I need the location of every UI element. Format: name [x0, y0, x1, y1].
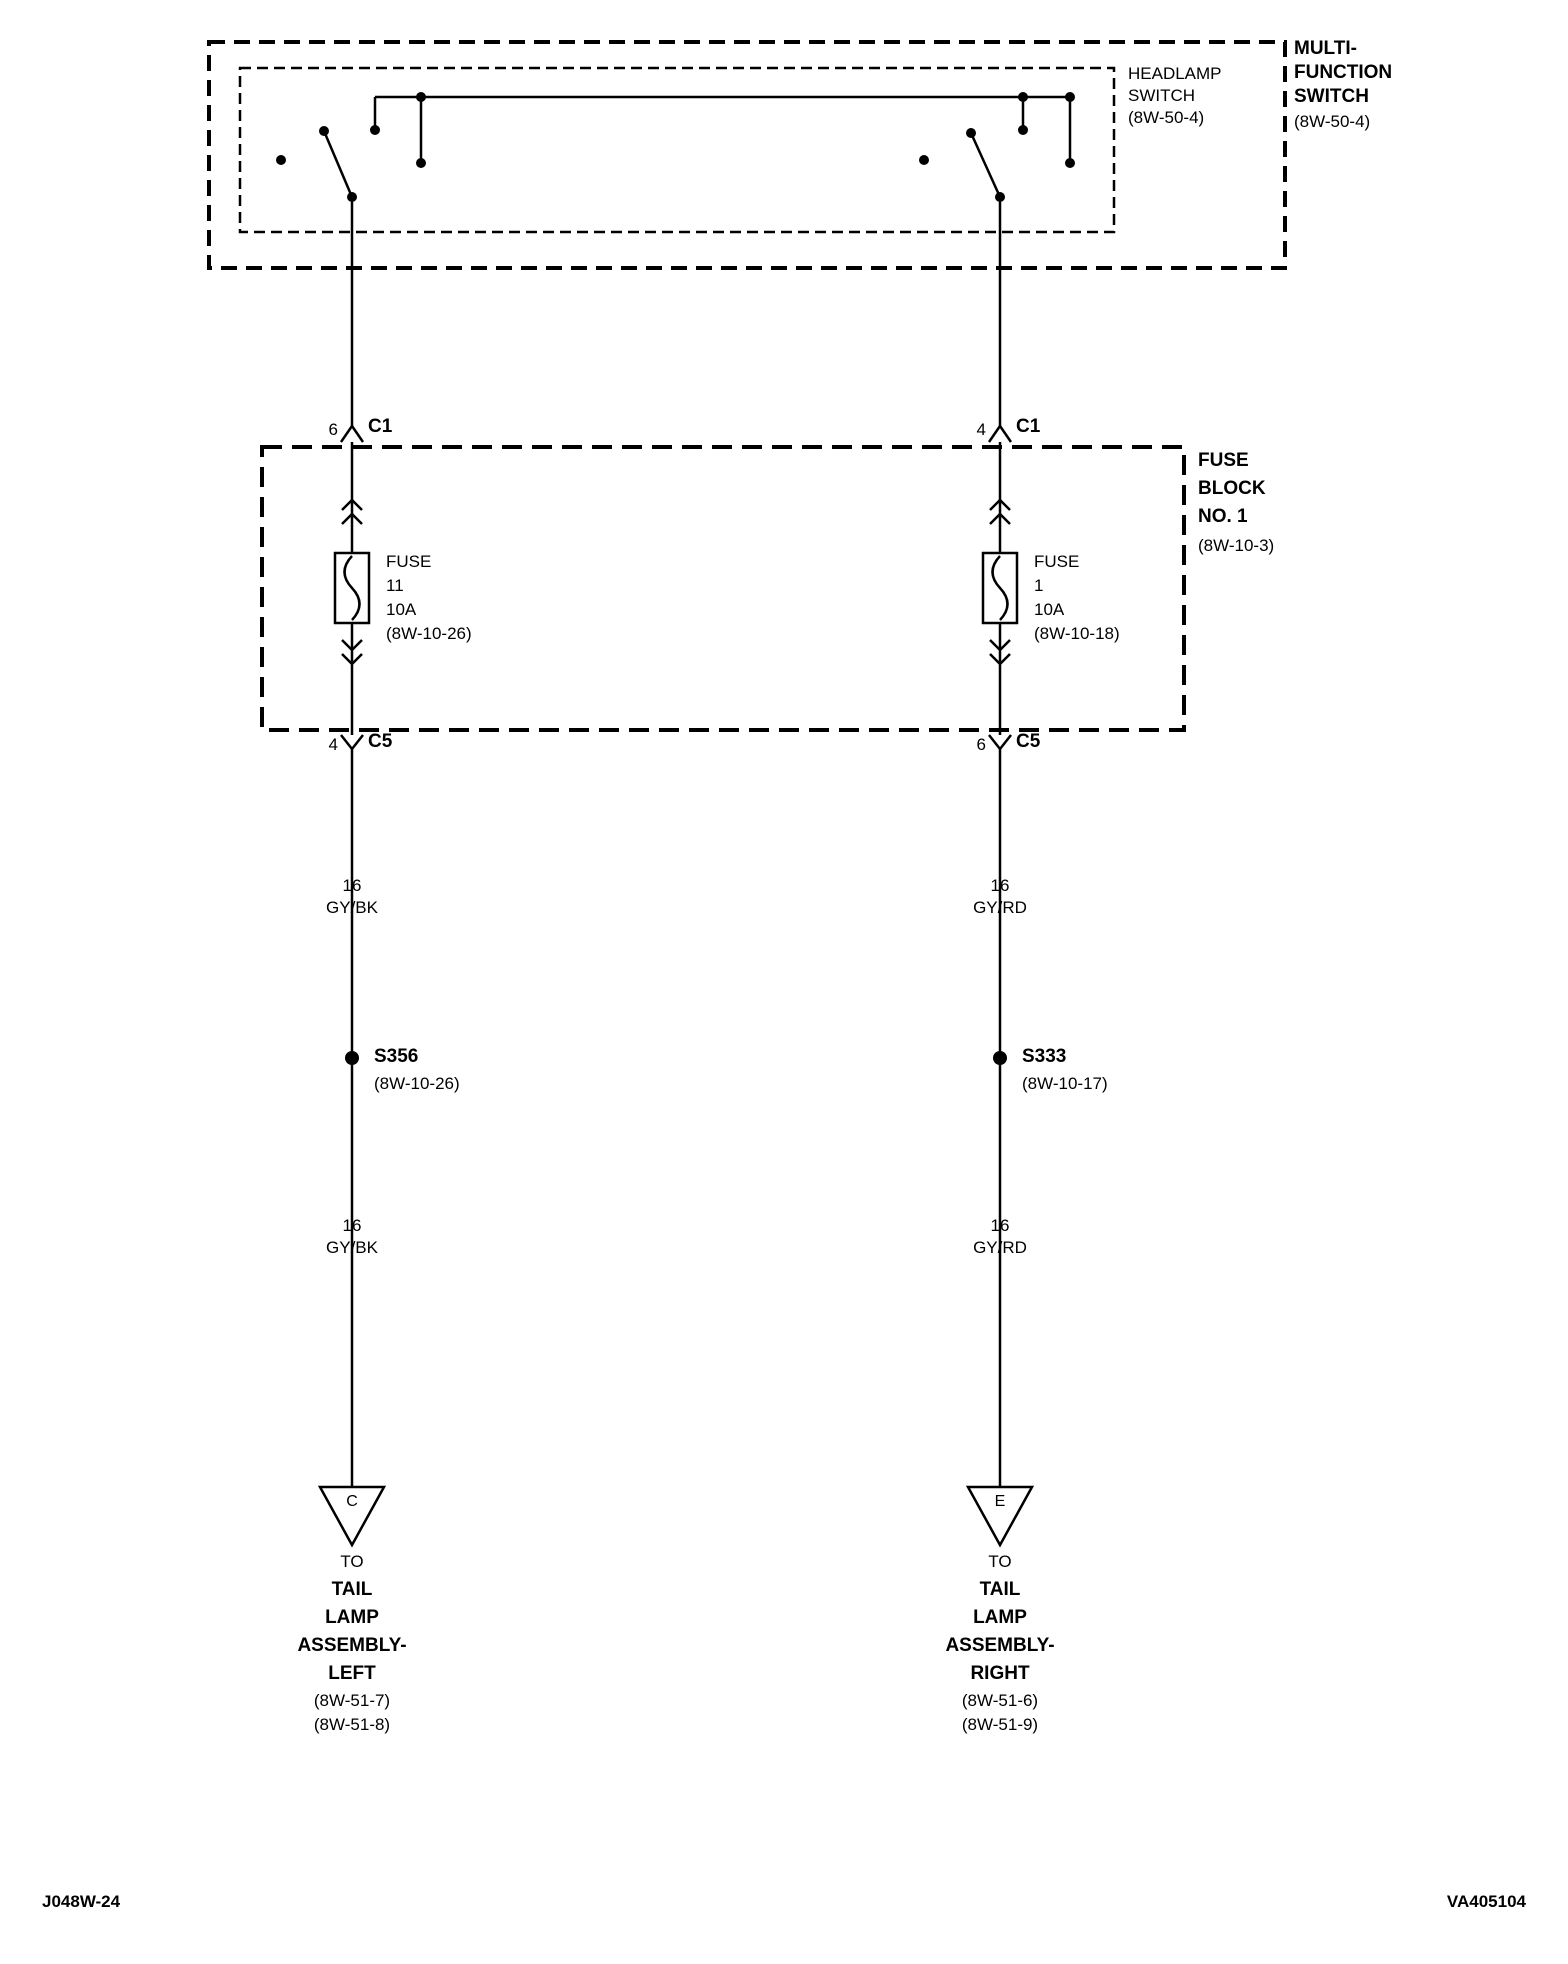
- left-wire-lower-color: GY/BK: [326, 1238, 378, 1257]
- left-circuit-wire: [339, 197, 365, 1487]
- right-wire-upper-gauge: 16: [990, 876, 1010, 895]
- right-fuse-label-line3: 10A: [1034, 600, 1065, 619]
- fuse-block-box: [260, 445, 1186, 732]
- multi-function-switch-box: [207, 40, 1287, 270]
- footer-reference-code: VA405104: [1446, 1892, 1526, 1911]
- left-dest-to: TO: [340, 1552, 364, 1571]
- fuse-block-label-line3: NO. 1: [1198, 506, 1248, 527]
- right-splice-ref: (8W-10-17): [1022, 1074, 1108, 1093]
- left-wire-upper-gauge: 16: [342, 876, 362, 895]
- right-fuse-label-ref: (8W-10-18): [1034, 624, 1120, 643]
- multi-function-switch-label-line1: MULTI-: [1294, 38, 1357, 59]
- right-splice-dot: [993, 1051, 1007, 1065]
- left-wire-lower-gauge: 16: [342, 1216, 362, 1235]
- left-splice-label: S356: [374, 1046, 419, 1067]
- right-c1-label: C1: [1016, 416, 1041, 437]
- left-fuse-label-ref: (8W-10-26): [386, 624, 472, 643]
- left-dest-line3: ASSEMBLY-: [297, 1635, 407, 1656]
- left-connector-letter: C: [346, 1493, 358, 1510]
- right-fuse-label-line1: FUSE: [1034, 552, 1080, 571]
- right-wire-upper-color: GY/RD: [973, 898, 1027, 917]
- right-fuse-symbol: [981, 551, 1019, 625]
- left-dest-ref1: (8W-51-7): [313, 1691, 391, 1710]
- headlamp-switch-label-line2: SWITCH: [1128, 86, 1196, 105]
- right-connector-letter: E: [994, 1493, 1006, 1510]
- left-dest-line4: LEFT: [328, 1663, 376, 1684]
- headlamp-switch-arm-left: [319, 126, 357, 202]
- footer-diagram-code: J048W-24: [42, 1892, 121, 1911]
- fuse-block-label-line2: BLOCK: [1198, 478, 1266, 499]
- headlamp-switch-arm-right: [966, 128, 1005, 202]
- right-fuse-label-line2: 1: [1034, 576, 1044, 595]
- right-dest-line1: TAIL: [979, 1579, 1021, 1600]
- left-connector-triangle: [317, 1485, 387, 1548]
- headlamp-switch-label-ref: (8W-50-4): [1128, 108, 1205, 127]
- right-c1-pin: 4: [976, 420, 986, 439]
- left-c5-pin: 4: [328, 735, 338, 754]
- left-c5-label: C5: [368, 731, 393, 752]
- right-c5-label: C5: [1016, 731, 1041, 752]
- left-c1-label: C1: [368, 416, 393, 437]
- right-dest-to: TO: [988, 1552, 1012, 1571]
- right-connector-triangle: [965, 1485, 1035, 1548]
- right-dest-ref2: (8W-51-9): [961, 1715, 1039, 1734]
- left-dest-line2: LAMP: [325, 1607, 379, 1628]
- right-dest-line3: ASSEMBLY-: [945, 1635, 1055, 1656]
- multi-function-switch-label-ref: (8W-50-4): [1294, 112, 1371, 131]
- headlamp-switch-label-line1: HEADLAMP: [1128, 64, 1222, 83]
- left-fuse-symbol: [333, 551, 371, 625]
- left-fuse-label-line2: 11: [386, 576, 404, 595]
- right-wire-lower-color: GY/RD: [973, 1238, 1027, 1257]
- left-wire-upper-color: GY/BK: [326, 898, 378, 917]
- left-fuse-label-line3: 10A: [386, 600, 417, 619]
- headlamp-switch-contacts: [276, 92, 1075, 168]
- multi-function-switch-label-line2: FUNCTION: [1294, 62, 1393, 83]
- headlamp-switch-box: [238, 66, 1116, 234]
- right-c5-pin: 6: [976, 735, 986, 754]
- right-dest-line4: RIGHT: [970, 1663, 1030, 1684]
- fuse-block-label-line1: FUSE: [1198, 450, 1249, 471]
- left-splice-dot: [345, 1051, 359, 1065]
- right-splice-label: S333: [1022, 1046, 1067, 1067]
- fuse-block-label-ref: (8W-10-3): [1198, 536, 1275, 555]
- left-splice-ref: (8W-10-26): [374, 1074, 460, 1093]
- left-c1-pin: 6: [328, 420, 338, 439]
- right-circuit-wire: [987, 197, 1013, 1487]
- left-dest-line1: TAIL: [331, 1579, 373, 1600]
- multi-function-switch-label-line3: SWITCH: [1294, 86, 1369, 107]
- right-dest-line2: LAMP: [973, 1607, 1027, 1628]
- right-wire-lower-gauge: 16: [990, 1216, 1010, 1235]
- left-fuse-label-line1: FUSE: [386, 552, 432, 571]
- right-dest-ref1: (8W-51-6): [961, 1691, 1039, 1710]
- left-dest-ref2: (8W-51-8): [313, 1715, 391, 1734]
